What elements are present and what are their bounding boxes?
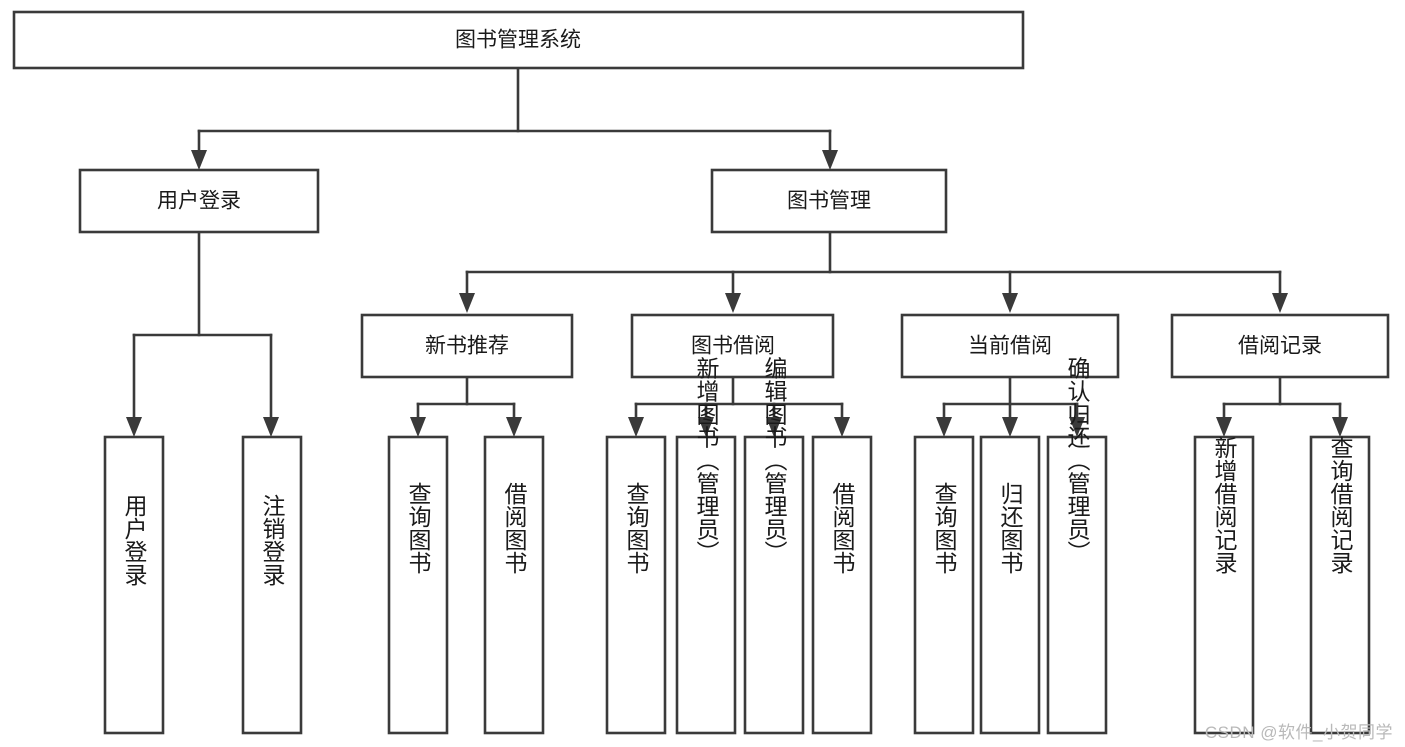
node-book-borrow-box[interactable] (630, 313, 835, 379)
node-user-login[interactable]: 用户登录 (78, 168, 320, 234)
arrowhead-user-login (191, 150, 207, 170)
node-borrow-record-label: 借阅记录 (1238, 335, 1322, 358)
leaf-label-nb-query-book: 查询图书 (405, 482, 432, 574)
node-root[interactable]: 图书管理系统 (12, 10, 1025, 70)
arrowhead-nb-leaf2 (506, 417, 522, 437)
leaf-box-cb-query-book[interactable] (913, 435, 975, 735)
leaf-node[interactable]: 用户登录 (103, 435, 165, 735)
leaf-box-bb-edit-book-admin[interactable] (743, 435, 805, 735)
leaf-label-user-login: 用户登录 (121, 494, 148, 586)
leaf-label-cb-return-book: 归还图书 (997, 482, 1024, 574)
node-root-box[interactable] (12, 10, 1025, 70)
arrowhead-leaf-logout (263, 417, 279, 437)
leaf-label-bb-query-book: 查询图书 (623, 482, 650, 574)
leaf-node[interactable]: 查询借阅记录 (1309, 435, 1371, 735)
leaf-node[interactable]: 新增借阅记录 (1193, 435, 1255, 735)
arrowhead-bb-leaf2 (698, 417, 714, 437)
leaf-box-nb-query-book[interactable] (387, 435, 449, 735)
node-book-manage-box[interactable] (710, 168, 948, 234)
node-book-manage-label: 图书管理 (787, 190, 871, 213)
arrowhead-bb-leaf3 (766, 417, 782, 437)
leaf-box-cb-confirm-return-admin[interactable] (1046, 435, 1108, 735)
node-book-manage[interactable]: 图书管理 (710, 168, 948, 234)
arrowhead-bb-leaf1 (628, 417, 644, 437)
leaf-box-bb-borrow-book[interactable] (811, 435, 873, 735)
leaf-box-user-login[interactable] (103, 435, 165, 735)
arrowhead-borrow-record (1272, 293, 1288, 313)
leaf-label-br-add-record: 新增借阅记录 (1211, 436, 1238, 574)
node-new-book-recommend-label: 新书推荐 (425, 335, 509, 358)
node-user-login-label: 用户登录 (157, 190, 241, 213)
leaf-node[interactable]: 查询图书 (387, 435, 449, 735)
arrowhead-cb-leaf3 (1069, 417, 1085, 437)
leaf-box-bb-add-book-admin[interactable] (675, 435, 737, 735)
csdn-watermark: CSDN @软件_小贺同学 (1204, 723, 1393, 742)
leaf-box-cb-return-book[interactable] (979, 435, 1041, 735)
node-new-book-recommend[interactable]: 新书推荐 (360, 313, 574, 379)
leaf-label-logout: 注销登录 (259, 494, 286, 586)
leaf-box-logout[interactable] (241, 435, 303, 735)
leaf-label-bb-borrow-book: 借阅图书 (829, 482, 856, 574)
leaf-label-br-query-record: 查询借阅记录 (1327, 436, 1354, 574)
node-current-borrow[interactable]: 当前借阅 (900, 313, 1120, 379)
leaf-box-br-query-record[interactable] (1309, 435, 1371, 735)
leaf-node[interactable]: 借阅图书 (483, 435, 545, 735)
node-book-borrow[interactable]: 图书借阅 (630, 313, 835, 379)
leaf-box-bb-query-book[interactable] (605, 435, 667, 735)
arrowhead-cb-leaf1 (936, 417, 952, 437)
leaf-label-bb-add-book-admin: 新增图书（管理员） (693, 357, 720, 564)
arrowhead-bb-leaf4 (834, 417, 850, 437)
leaf-label-cb-query-book: 查询图书 (931, 482, 958, 574)
arrowhead-leaf-user-login (126, 417, 142, 437)
leaf-node[interactable]: 查询图书 (605, 435, 667, 735)
node-user-login-box[interactable] (78, 168, 320, 234)
leaf-label-bb-edit-book-admin: 编辑图书（管理员） (761, 357, 788, 564)
leaf-node[interactable]: 确认归还（管理员） (1046, 357, 1108, 735)
arrowhead-current-borrow (1002, 293, 1018, 313)
arrowhead-br-leaf2 (1332, 417, 1348, 437)
leaf-label-cb-confirm-return-admin: 确认归还（管理员） (1064, 357, 1091, 564)
leaf-node[interactable]: 注销登录 (241, 435, 303, 735)
node-book-borrow-label: 图书借阅 (691, 335, 775, 358)
leaf-box-nb-borrow-book[interactable] (483, 435, 545, 735)
leaf-box-br-add-record[interactable] (1193, 435, 1255, 735)
node-root-label: 图书管理系统 (455, 29, 581, 52)
node-borrow-record[interactable]: 借阅记录 (1170, 313, 1390, 379)
node-new-book-recommend-box[interactable] (360, 313, 574, 379)
leaf-node[interactable]: 借阅图书 (811, 435, 873, 735)
arrowhead-nb-leaf1 (410, 417, 426, 437)
node-current-borrow-label: 当前借阅 (968, 335, 1052, 358)
arrowhead-br-leaf1 (1216, 417, 1232, 437)
arrowhead-book-borrow (725, 293, 741, 313)
node-borrow-record-box[interactable] (1170, 313, 1390, 379)
connector-layer (126, 66, 1348, 437)
leaf-node[interactable]: 归还图书 (979, 435, 1041, 735)
leaf-node[interactable]: 新增图书（管理员） (675, 357, 737, 735)
arrowhead-new-book (459, 293, 475, 313)
arrowhead-cb-leaf2 (1002, 417, 1018, 437)
node-current-borrow-box[interactable] (900, 313, 1120, 379)
leaf-node[interactable]: 编辑图书（管理员） (743, 357, 805, 735)
leaf-node[interactable]: 查询图书 (913, 435, 975, 735)
arrowhead-book-manage (822, 150, 838, 170)
leaf-label-nb-borrow-book: 借阅图书 (501, 482, 528, 574)
